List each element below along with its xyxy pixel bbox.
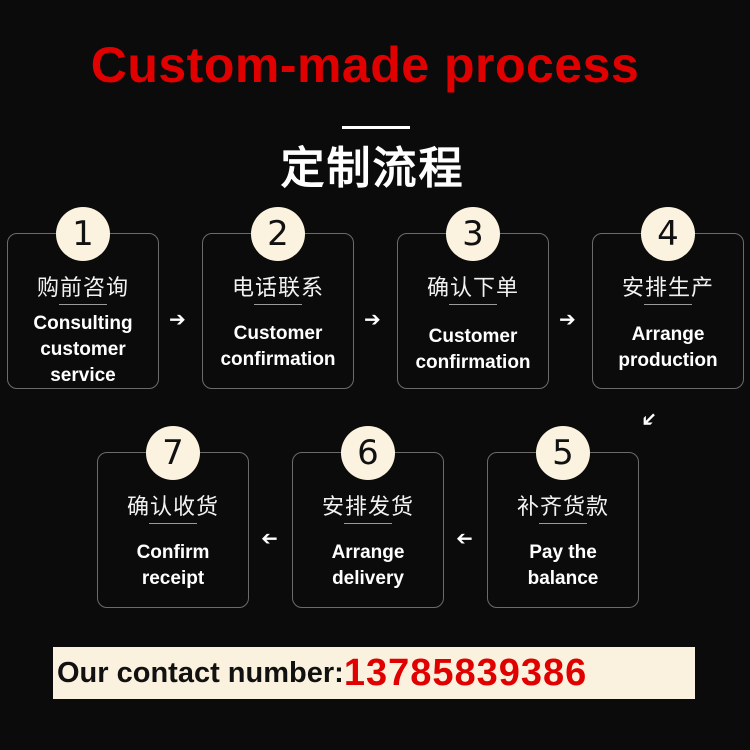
arrow-right-icon: ➔: [364, 307, 381, 331]
step-4-number-badge: 4: [641, 207, 695, 261]
step-2-english-line-2: confirmation: [220, 349, 336, 370]
step-5-number-badge: 5: [536, 426, 590, 480]
step-3-divider: [449, 304, 497, 305]
contact-phone-number: 13785839386: [343, 651, 588, 694]
step-7-card: 7 确认收货 Confirm receipt: [97, 426, 249, 608]
step-1-number-badge: 1: [56, 207, 110, 261]
step-4-chinese-label: 安排生产: [621, 276, 714, 301]
subtitle-overline: [342, 126, 410, 129]
contact-banner: Our contact number: 13785839386: [53, 647, 695, 699]
step-4-english-line-2: production: [618, 350, 718, 371]
step-2-english-label: Customer confirmation: [203, 321, 353, 373]
step-3-english-line-1: Customer: [428, 326, 518, 347]
step-6-english-line-1: Arrange: [331, 542, 405, 563]
step-5-card: 5 补齐货款 Pay the balance: [487, 426, 639, 608]
step-7-english-line-1: Confirm: [136, 542, 210, 563]
step-5-english-line-2: balance: [527, 568, 599, 589]
step-2-divider: [254, 304, 302, 305]
step-7-chinese-label: 确认收货: [126, 495, 219, 520]
step-7-english-line-2: receipt: [141, 568, 205, 589]
arrow-right-icon: ➔: [559, 307, 576, 331]
step-4-card: 4 安排生产 Arrange production: [592, 207, 744, 389]
step-2-chinese-label: 电话联系: [231, 276, 324, 301]
step-6-card: 6 安排发货 Arrange delivery: [292, 426, 444, 608]
step-5-divider: [539, 523, 587, 524]
step-6-english-line-2: delivery: [332, 568, 404, 589]
step-1-card: 1 购前咨询 Consulting customer service: [7, 207, 159, 389]
step-3-number-badge: 3: [446, 207, 500, 261]
step-1-english-line-3: service: [50, 365, 116, 386]
step-5-english-label: Pay the balance: [488, 540, 638, 592]
step-1-divider: [59, 304, 107, 305]
arrow-right-icon: ➔: [169, 307, 186, 331]
arrow-left-icon: ➔: [456, 526, 473, 550]
step-4-english-label: Arrange production: [593, 322, 743, 374]
arrow-left-icon: ➔: [261, 526, 278, 550]
step-7-divider: [149, 523, 197, 524]
step-1-english-line-1: Consulting: [33, 313, 133, 334]
step-6-chinese-label: 安排发货: [321, 495, 414, 520]
step-6-number-badge: 6: [341, 426, 395, 480]
step-7-number-badge: 7: [146, 426, 200, 480]
main-title: Custom-made process: [90, 37, 640, 93]
step-1-english-line-2: customer: [40, 339, 126, 360]
step-2-english-line-1: Customer: [233, 323, 323, 344]
step-2-card: 2 电话联系 Customer confirmation: [202, 207, 354, 389]
step-4-divider: [644, 304, 692, 305]
step-5-english-line-1: Pay the: [529, 542, 597, 563]
step-6-divider: [344, 523, 392, 524]
step-6-english-label: Arrange delivery: [293, 540, 443, 592]
step-1-chinese-label: 购前咨询: [36, 276, 129, 301]
step-7-english-label: Confirm receipt: [98, 540, 248, 592]
arrow-down-left-icon: ➔: [634, 405, 664, 435]
step-5-chinese-label: 补齐货款: [516, 495, 609, 520]
step-1-english-label: Consulting customer service: [8, 311, 158, 389]
step-2-number-badge: 2: [251, 207, 305, 261]
step-3-english-label: Customer confirmation: [398, 324, 548, 376]
step-4-english-line-1: Arrange: [631, 324, 705, 345]
contact-label: Our contact number:: [57, 656, 344, 689]
step-3-english-line-2: confirmation: [415, 352, 531, 373]
step-3-card: 3 确认下单 Customer confirmation: [397, 207, 549, 389]
chinese-subtitle: 定制流程: [280, 143, 465, 194]
step-3-chinese-label: 确认下单: [426, 276, 519, 301]
